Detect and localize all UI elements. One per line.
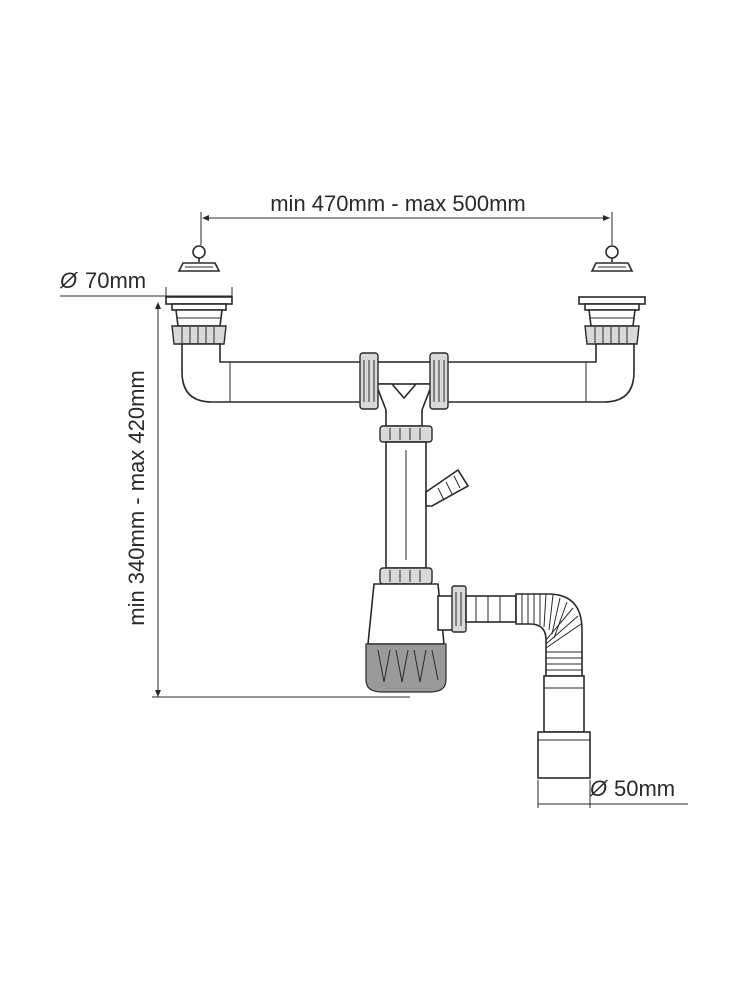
vertical-span-label: min 340mm - max 420mm [124, 370, 149, 626]
corrugated-hose-icon [515, 593, 591, 779]
trap-icon [365, 567, 517, 693]
horizontal-dimension: min 470mm - max 500mm [200, 191, 613, 245]
diameter-symbol-left: Ø [59, 268, 79, 293]
tee-junction [359, 352, 449, 443]
vertical-dimension: min 340mm - max 420mm [124, 302, 410, 698]
inlet-diameter-dimension: Ø 70mm [59, 268, 233, 300]
right-strainer-icon [578, 245, 646, 345]
inlet-diameter-label: 70mm [85, 268, 146, 293]
vertical-downpipe [385, 441, 470, 569]
outlet-diameter-dimension: Ø 50mm [537, 776, 688, 808]
left-strainer-icon [165, 245, 233, 345]
left-drain-pipe [181, 343, 365, 403]
outlet-diameter-label: 50mm [614, 776, 675, 801]
horizontal-span-label: min 470mm - max 500mm [270, 191, 526, 216]
right-drain-pipe [445, 343, 635, 403]
diameter-symbol-right: Ø [589, 776, 609, 801]
